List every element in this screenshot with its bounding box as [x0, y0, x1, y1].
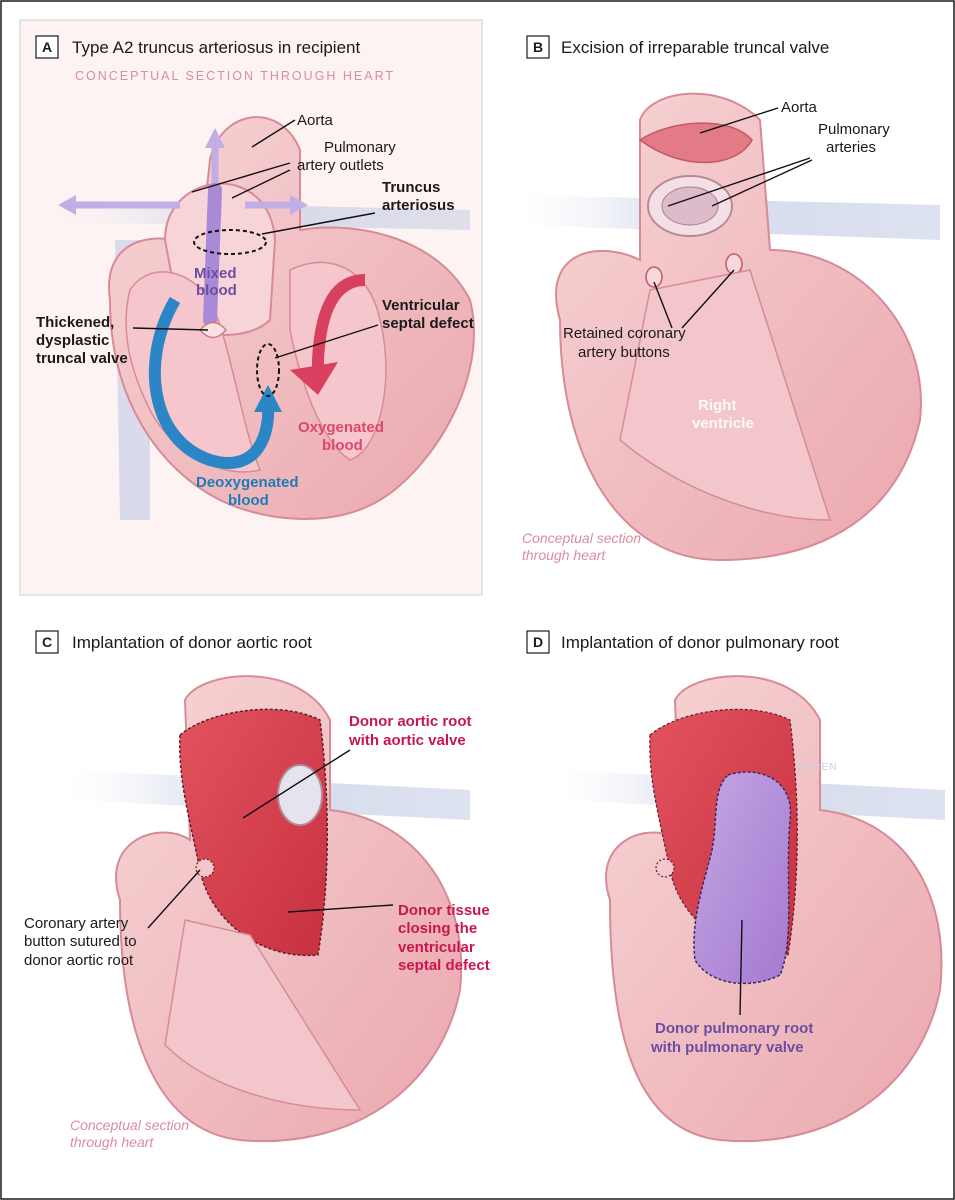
- panel-a-label-pulm-1: Pulmonary: [324, 139, 396, 156]
- panel-a-label-mixed-1: Mixed: [194, 265, 237, 282]
- panel-b-letter-box: [526, 35, 550, 59]
- panel-b-label-rv-2: ventricle: [692, 415, 754, 432]
- panel-a-mixed-arrowhead-left: [58, 195, 76, 215]
- panel-a-letter: A: [42, 39, 52, 55]
- panel-c-label-root-1: Donor aortic root: [349, 713, 472, 730]
- panel-d-title: Implantation of donor pulmonary root: [561, 633, 839, 652]
- panel-b-label-coronary-1: Retained coronary: [563, 325, 686, 342]
- panel-c-letter: C: [42, 634, 52, 650]
- panel-a-mixed-arrowhead-right: [290, 195, 308, 215]
- panel-a-leader-pulm-2: [231, 169, 291, 199]
- panel-c-rv-opening: [164, 919, 362, 1111]
- panel-c-title: Implantation of donor aortic root: [72, 633, 312, 652]
- panel-c-letter-box: [35, 630, 59, 654]
- panel-d-signature: KAREN: [798, 762, 837, 773]
- panel-c-pulmonary-ring: [277, 764, 323, 826]
- panel-b-rv-opening: [619, 269, 832, 521]
- panel-c-leader-root: [242, 749, 351, 819]
- panel-a-vsd-marker: [256, 343, 280, 397]
- panel-a-leader-vsd: [274, 324, 379, 359]
- panel-a-label-oxy-1: Oxygenated: [298, 419, 384, 436]
- panel-d-label-pulm-root-1: Donor pulmonary root: [655, 1020, 813, 1037]
- panel-a-leader-valve: [132, 327, 209, 331]
- panel-b-label-aorta: Aorta: [781, 99, 818, 116]
- panel-a-label-mixed-2: blood: [196, 282, 237, 299]
- panel-a-label-valve-1: Thickened,: [36, 314, 114, 331]
- panel-b-leader-coronary-2: [681, 269, 735, 329]
- panel-a-label-valve-2: dysplastic: [36, 332, 109, 349]
- panel-a-oxygenated-arrow: [312, 274, 366, 375]
- panel-a-leader-truncus: [261, 212, 376, 235]
- panel-b-letter: B: [533, 39, 543, 55]
- panel-a-label-oxy-2: blood: [322, 437, 363, 454]
- panel-d-letter-box: [526, 630, 550, 654]
- panel-a: A Type A2 truncus arteriosus in recipien…: [19, 19, 483, 596]
- panel-c-label-tissue-3: ventricular: [398, 939, 475, 956]
- panel-a-label-vsd-2: septal defect: [382, 315, 474, 332]
- panel-b-coronary-button-1: [645, 266, 663, 288]
- panel-d-letter: D: [533, 634, 543, 650]
- panel-a-label-aorta: Aorta: [297, 112, 334, 129]
- panel-a-leader-aorta: [251, 119, 296, 148]
- panel-c-caption-2: through heart: [70, 1134, 154, 1150]
- panel-a-label-truncus-1: Truncus: [382, 179, 440, 196]
- panel-a-deoxygenated-arrowhead: [254, 385, 282, 412]
- panel-b-label-pulm-2: arteries: [826, 139, 876, 156]
- panel-d: D Implantation of donor pulmonary root K…: [526, 630, 945, 1143]
- panel-c-label-tissue-1: Donor tissue: [398, 902, 490, 919]
- panel-b-label-coronary-2: artery buttons: [578, 344, 670, 361]
- panel-c-label-button-3: donor aortic root: [24, 952, 134, 969]
- panel-d-donor-pulmonary-root: [693, 771, 792, 985]
- panel-a-mixed-arrowhead-up: [205, 128, 225, 148]
- panel-b-label-pulm-1: Pulmonary: [818, 121, 890, 138]
- panel-a-label-valve-3: truncal valve: [36, 350, 128, 367]
- panel-b-leader-coronary-1: [653, 281, 673, 329]
- panel-a-label-deoxy-1: Deoxygenated: [196, 474, 299, 491]
- panel-c-coronary-button: [195, 858, 215, 878]
- panel-a-label-pulm-2: artery outlets: [297, 157, 384, 174]
- panel-c-leader-tissue: [287, 904, 394, 913]
- panel-c-label-button-2: button sutured to: [24, 933, 137, 950]
- panel-c-leader-button: [147, 869, 201, 929]
- panel-a-mixed-flow: [203, 183, 222, 327]
- panel-c-caption-1: Conceptual section: [70, 1117, 189, 1133]
- panel-b-pulmonary-lumen: [661, 186, 719, 226]
- panel-a-label-truncus-2: arteriosus: [382, 197, 455, 214]
- panel-d-leader-pulm-root: [739, 919, 743, 1016]
- panel-c-label-tissue-2: closing the: [398, 920, 477, 937]
- panel-a-truncus-marker: [193, 229, 267, 255]
- panel-a-caption: CONCEPTUAL SECTION THROUGH HEART: [75, 69, 395, 83]
- panel-b-aorta-opening: [638, 122, 753, 164]
- panel-a-oxygenated-arrowhead: [290, 362, 338, 395]
- panel-b-leader-aorta: [699, 107, 779, 134]
- panel-c-label-button-1: Coronary artery: [24, 915, 129, 932]
- panel-c-label-root-2: with aortic valve: [348, 732, 466, 749]
- panel-a-title: Type A2 truncus arteriosus in recipient: [72, 38, 360, 57]
- panel-b-caption-1: Conceptual section: [522, 530, 641, 546]
- panel-b-caption-2: through heart: [522, 547, 606, 563]
- panel-b-label-rv-1: Right: [698, 397, 736, 414]
- panel-b-title: Excision of irreparable truncal valve: [561, 38, 829, 57]
- panel-d-label-pulm-root-2: with pulmonary valve: [650, 1039, 804, 1056]
- panel-c-label-tissue-4: septal defect: [398, 957, 490, 974]
- panel-a-label-vsd-1: Ventricular: [382, 297, 460, 314]
- panel-d-coronary-button: [655, 858, 675, 878]
- panel-a-truncal-valve: [199, 321, 227, 339]
- panel-a-lv-cavity: [289, 261, 387, 461]
- panel-a-label-deoxy-2: blood: [228, 492, 269, 509]
- panel-c: C Implantation of donor aortic root Dono…: [24, 630, 490, 1150]
- panel-a-letter-box: [35, 35, 59, 59]
- panel-a-leader-pulm-1: [191, 162, 291, 193]
- panel-a-deoxygenated-arrow: [148, 296, 275, 469]
- panel-b: B Excision of irreparable truncal valve …: [520, 35, 940, 563]
- panel-b-leader-pulm-1: [667, 157, 811, 207]
- panel-b-leader-pulm-2: [711, 159, 813, 207]
